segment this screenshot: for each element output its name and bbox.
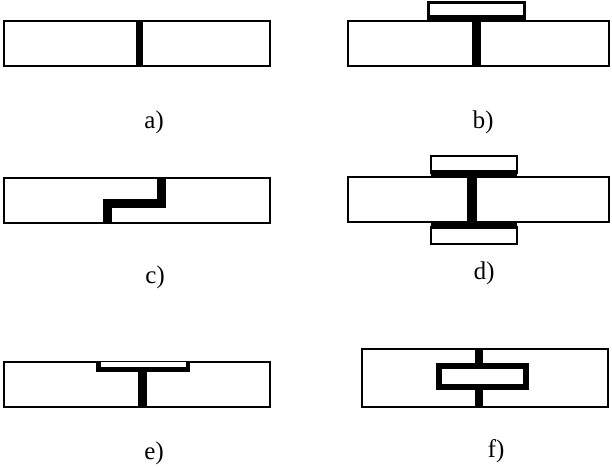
caption-a: a) <box>144 107 163 134</box>
panel-b: b) <box>347 1 610 134</box>
panel-e: e) <box>3 361 271 465</box>
caption-d: d) <box>474 258 495 285</box>
recess-strip-e <box>101 362 186 367</box>
panel-d: d) <box>347 155 610 285</box>
seam-upper-f <box>475 349 483 367</box>
bottom-strip-d <box>430 226 518 245</box>
caption-b: b) <box>473 107 494 134</box>
plate-d <box>347 176 610 223</box>
seam-lower-f <box>475 388 483 407</box>
caption-c: c) <box>145 262 164 289</box>
seam-c <box>103 178 166 223</box>
panel-a: a) <box>3 20 271 134</box>
top-strip-b <box>430 4 523 15</box>
seam-a <box>136 21 143 66</box>
panel-c: c) <box>3 177 271 289</box>
plate-e <box>3 361 271 408</box>
insert-f <box>442 369 523 384</box>
panel-f: f) <box>361 348 609 463</box>
caption-f: f) <box>488 436 505 463</box>
seam-e <box>138 368 147 407</box>
caption-e: e) <box>144 438 163 465</box>
seam-b <box>472 17 481 66</box>
seam-d <box>467 170 477 229</box>
